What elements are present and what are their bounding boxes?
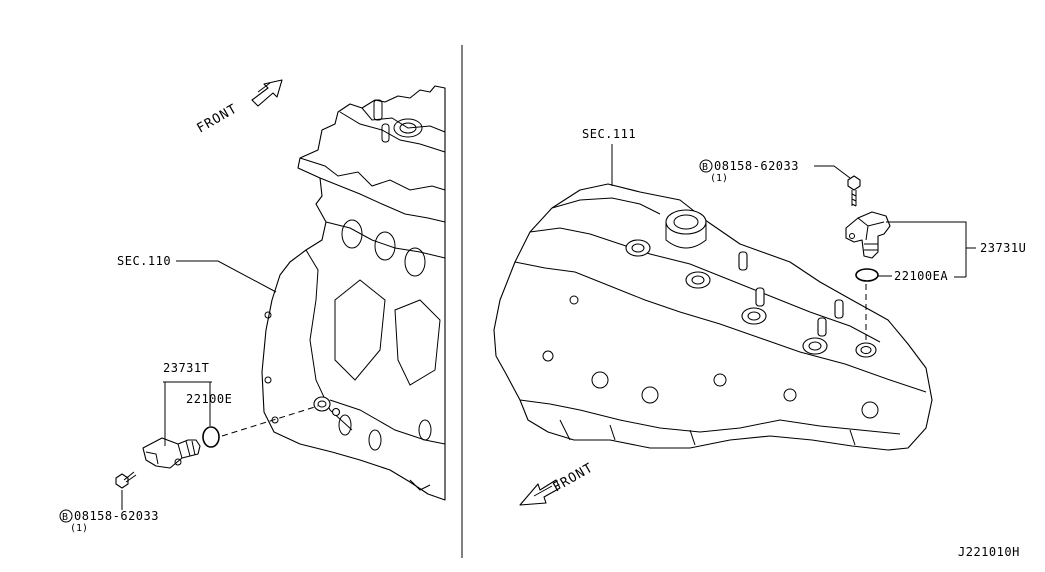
engine-block-left [261,85,446,501]
bolt-right-icon [847,175,861,207]
part-23731U-bracket [886,221,976,278]
bolt-symbol-right: B [699,159,713,173]
part-22100E-label: 22100E [186,392,232,406]
part-23731T-bracket [163,381,212,446]
crank-sensor-23731T [142,437,201,469]
cam-sensor-23731U [845,211,891,259]
bolt-left-part-number: 08158-62033 [74,509,159,523]
bolt-right-part-number: 08158-62033 [714,159,799,173]
bolt-left-qty: (1) [70,523,88,534]
part-22100EA-label: 22100EA [894,269,948,283]
front-label-right: FRONT [551,460,597,495]
o-ring-22100E [202,426,220,448]
bolt-right-leader [814,165,851,179]
assembly-line-left [221,405,319,437]
right-panel: SEC.111 B 08158-62033 (1) 23731U 22100EA… [493,127,1026,559]
front-label-left: FRONT [195,101,241,136]
sec-111-label: SEC.111 [582,127,636,141]
diagram-code: J221010H [958,545,1020,559]
o-ring-22100EA [855,268,879,282]
left-panel: FRONT [59,79,446,534]
bolt-symbol-left-text: B [62,512,68,523]
bolt-left-icon [115,471,137,489]
part-23731U-label: 23731U [980,241,1026,255]
bolt-symbol-left: B [59,509,73,523]
front-arrow-left-icon [251,79,283,107]
front-arrow-right-icon [519,479,561,506]
cylinder-head-right [493,183,933,451]
sec-110-leader [176,260,277,293]
sensor-bore-left [313,396,341,417]
bolt-right-qty: (1) [710,173,728,184]
sec-110-label: SEC.110 [117,254,171,268]
bolt-symbol-right-text: B [702,162,708,173]
part-23731T-label: 23731T [163,361,209,375]
